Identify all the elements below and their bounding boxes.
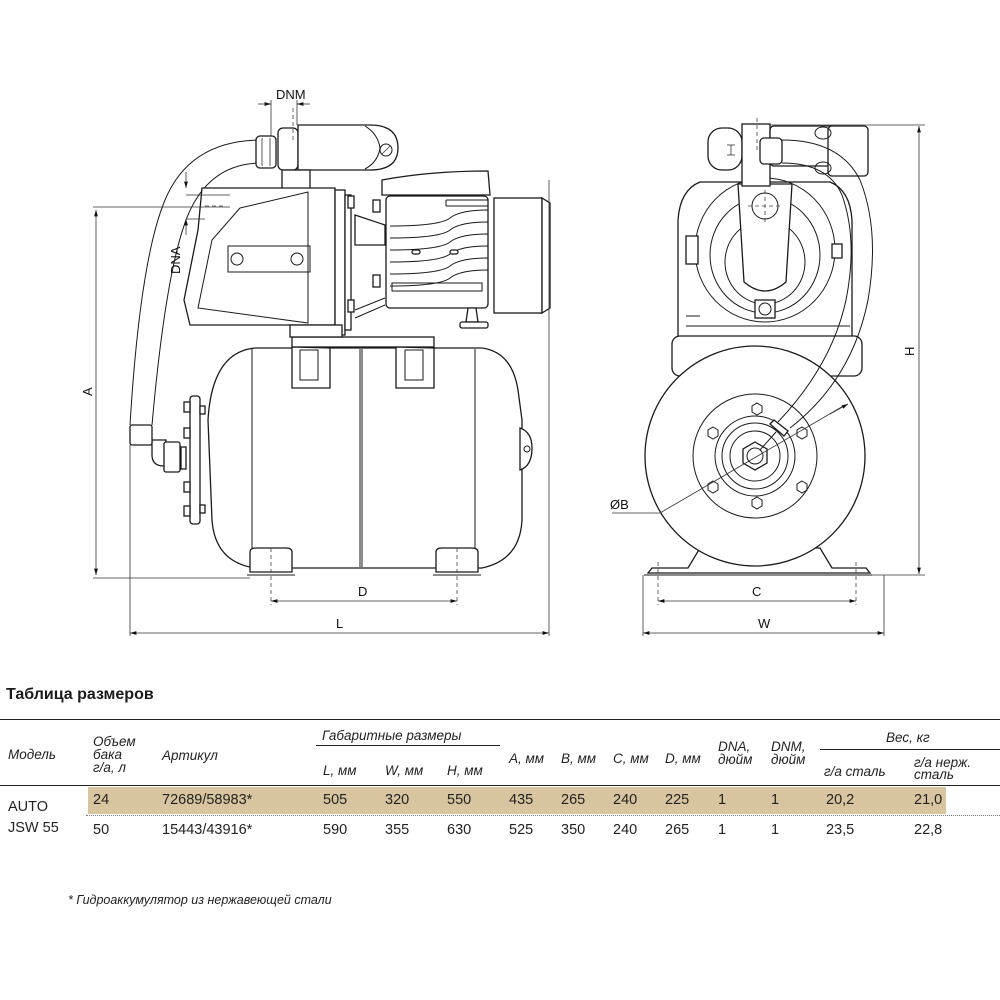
side-view: DNM DNA A D L: [80, 87, 551, 636]
header-l: L, мм: [323, 763, 357, 778]
cell-c: 240: [613, 822, 638, 838]
cell-a: 525: [509, 822, 534, 838]
motor-side: [381, 170, 551, 329]
table-top-rule: [0, 719, 1000, 720]
cell-b: 350: [561, 822, 586, 838]
cell-dna: 1: [718, 822, 727, 838]
header-b: B, мм: [561, 751, 597, 766]
label-c: C: [752, 584, 761, 599]
header-dna-line2: дюйм: [718, 752, 753, 767]
cell-c: 240: [613, 792, 638, 808]
model-line2: JSW 55: [8, 820, 59, 836]
cell-l: 590: [323, 822, 348, 838]
label-l: L: [336, 616, 343, 631]
tank-front: [644, 345, 866, 567]
front-view: H ØB C W: [610, 118, 925, 636]
header-weight: Вес, кг: [886, 730, 930, 745]
header-dna: DNA, дюйм: [718, 739, 753, 767]
header-weight-stainless: г/а нерж. сталь: [914, 755, 971, 782]
header-model: Модель: [8, 747, 56, 762]
pressure-switch-side: [277, 124, 399, 191]
footnote: * Гидроаккумулятор из нержавеющей стали: [68, 893, 332, 907]
label-h: H: [902, 347, 917, 356]
header-dna-line1: DNA,: [718, 739, 751, 754]
header-weight-steel: г/а сталь: [824, 764, 886, 779]
cell-article: 72689/58983*: [162, 792, 253, 808]
cell-weight-stainless: 21,0: [914, 792, 943, 808]
cell-b: 265: [561, 792, 586, 808]
table-row: 50 15443/43916* 590 355 630 525 350 240 265 1 1 23,…: [0, 822, 1000, 851]
header-dnm-line1: DNM,: [771, 739, 806, 754]
cell-volume: 24: [93, 792, 110, 808]
pump-body-side: [183, 187, 386, 338]
cell-weight-steel: 20,2: [826, 792, 855, 808]
header-dnm-line2: дюйм: [771, 752, 806, 767]
model-line1: AUTO: [8, 799, 49, 815]
label-d: D: [358, 584, 367, 599]
cell-volume: 50: [93, 822, 110, 838]
model-cell: AUTO JSW 55: [8, 797, 59, 839]
label-w: W: [758, 616, 771, 631]
cell-weight-stainless: 22,8: [914, 822, 943, 838]
header-dnm: DNM, дюйм: [771, 739, 806, 767]
label-a: A: [80, 387, 95, 396]
header-volume: Объем бака г/а, л: [93, 734, 136, 775]
cell-d: 225: [665, 792, 690, 808]
header-volume-line2: бака: [93, 747, 122, 762]
cell-d: 265: [665, 822, 690, 838]
header-h: H, мм: [447, 763, 483, 778]
header-volume-line3: г/а, л: [93, 760, 127, 775]
header-overall: Габаритные размеры: [322, 728, 462, 743]
header-c: C, мм: [613, 751, 649, 766]
cell-dna: 1: [718, 792, 727, 808]
front-dimensions: H ØB C W: [610, 124, 925, 636]
tank-side: [129, 336, 533, 576]
header-weight-stainless-line2: сталь: [914, 767, 954, 782]
pressure-switch-front: [707, 118, 869, 187]
cell-dnm: 1: [771, 792, 780, 808]
label-dnm: DNM: [276, 87, 306, 102]
side-dimensions: DNM DNA A D L: [80, 87, 550, 636]
header-bottom-rule: [0, 785, 1000, 786]
row-divider: [86, 815, 1000, 816]
header-d: D, мм: [665, 751, 701, 766]
cell-dnm: 1: [771, 822, 780, 838]
row-highlight: [88, 787, 946, 814]
label-dna: DNA: [168, 246, 183, 274]
cell-h: 550: [447, 792, 472, 808]
cell-weight-steel: 23,5: [826, 822, 855, 838]
cell-article: 15443/43916*: [162, 822, 253, 838]
table-title: Таблица размеров: [6, 686, 154, 703]
cell-l: 505: [323, 792, 348, 808]
header-volume-line1: Объем: [93, 734, 136, 749]
header-article: Артикул: [162, 748, 218, 763]
weight-subrule: [820, 749, 1000, 750]
cell-a: 435: [509, 792, 534, 808]
overall-subrule: [316, 745, 500, 746]
table-row: 24 72689/58983* 505 320 550 435 265 240 225 1 1 20,…: [0, 792, 1000, 821]
cell-w: 355: [385, 822, 410, 838]
header-w: W, мм: [385, 763, 424, 778]
label-b: ØB: [610, 497, 629, 512]
hose-side: [129, 135, 277, 426]
header-weight-stainless-line1: г/а нерж.: [914, 755, 971, 770]
header-a: A, мм: [509, 751, 545, 766]
cell-h: 630: [447, 822, 472, 838]
hose-front: [759, 139, 873, 451]
pump-station-drawing: DNM DNA A D L: [80, 87, 925, 636]
cell-w: 320: [385, 792, 410, 808]
